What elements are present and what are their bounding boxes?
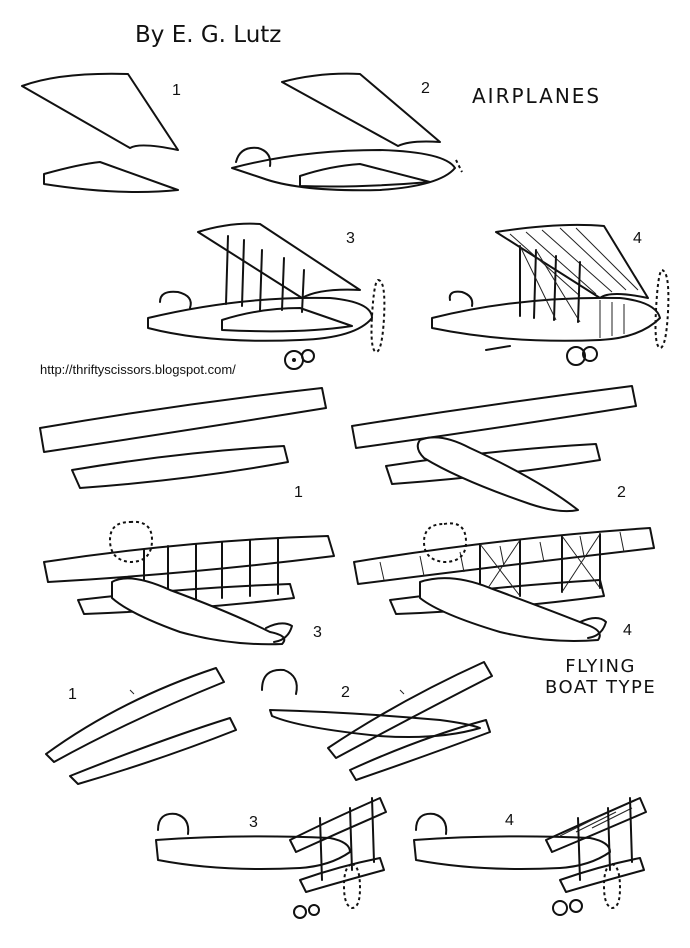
biplane-step-2-drawing xyxy=(261,661,493,781)
section-label-line-1: FLYING xyxy=(565,656,636,677)
flying-boat-section-label: FLYING BOAT TYPE xyxy=(545,656,656,698)
airplane-step-3-drawing xyxy=(147,222,386,370)
flying-boat-step-3-drawing xyxy=(43,520,335,646)
step-number-row3-1: 1 xyxy=(68,686,77,703)
airplane-step-4-drawing xyxy=(431,223,670,366)
flying-boat-step-2-drawing xyxy=(351,385,637,513)
source-url: http://thriftyscissors.blogspot.com/ xyxy=(40,362,236,377)
airplane-step-2-drawing xyxy=(231,72,463,192)
step-number-row2-2: 2 xyxy=(617,484,626,501)
step-number-row1-1: 1 xyxy=(172,82,181,99)
step-number-row2-3: 3 xyxy=(313,624,322,641)
author-credit: By E. G. Lutz xyxy=(135,22,282,48)
page-title: AIRPLANES xyxy=(472,84,602,108)
step-number-row1-3: 3 xyxy=(346,230,355,247)
step-number-row1-4: 4 xyxy=(633,230,642,247)
step-number-row3-3: 3 xyxy=(249,814,258,831)
flying-boat-step-1-drawing xyxy=(39,387,327,489)
step-number-row2-4: 4 xyxy=(623,622,632,639)
airplane-step-1-drawing xyxy=(21,72,179,193)
step-number-row3-2: 2 xyxy=(341,684,350,701)
biplane-step-3-drawing xyxy=(155,797,387,919)
step-number-row1-2: 2 xyxy=(421,80,430,97)
flying-boat-step-4-drawing xyxy=(353,522,655,642)
biplane-step-4-drawing xyxy=(413,797,647,916)
section-label-line-2: BOAT TYPE xyxy=(545,677,657,698)
step-number-row2-1: 1 xyxy=(294,484,303,501)
biplane-step-1-drawing xyxy=(45,667,237,785)
step-number-row3-4: 4 xyxy=(505,812,514,829)
